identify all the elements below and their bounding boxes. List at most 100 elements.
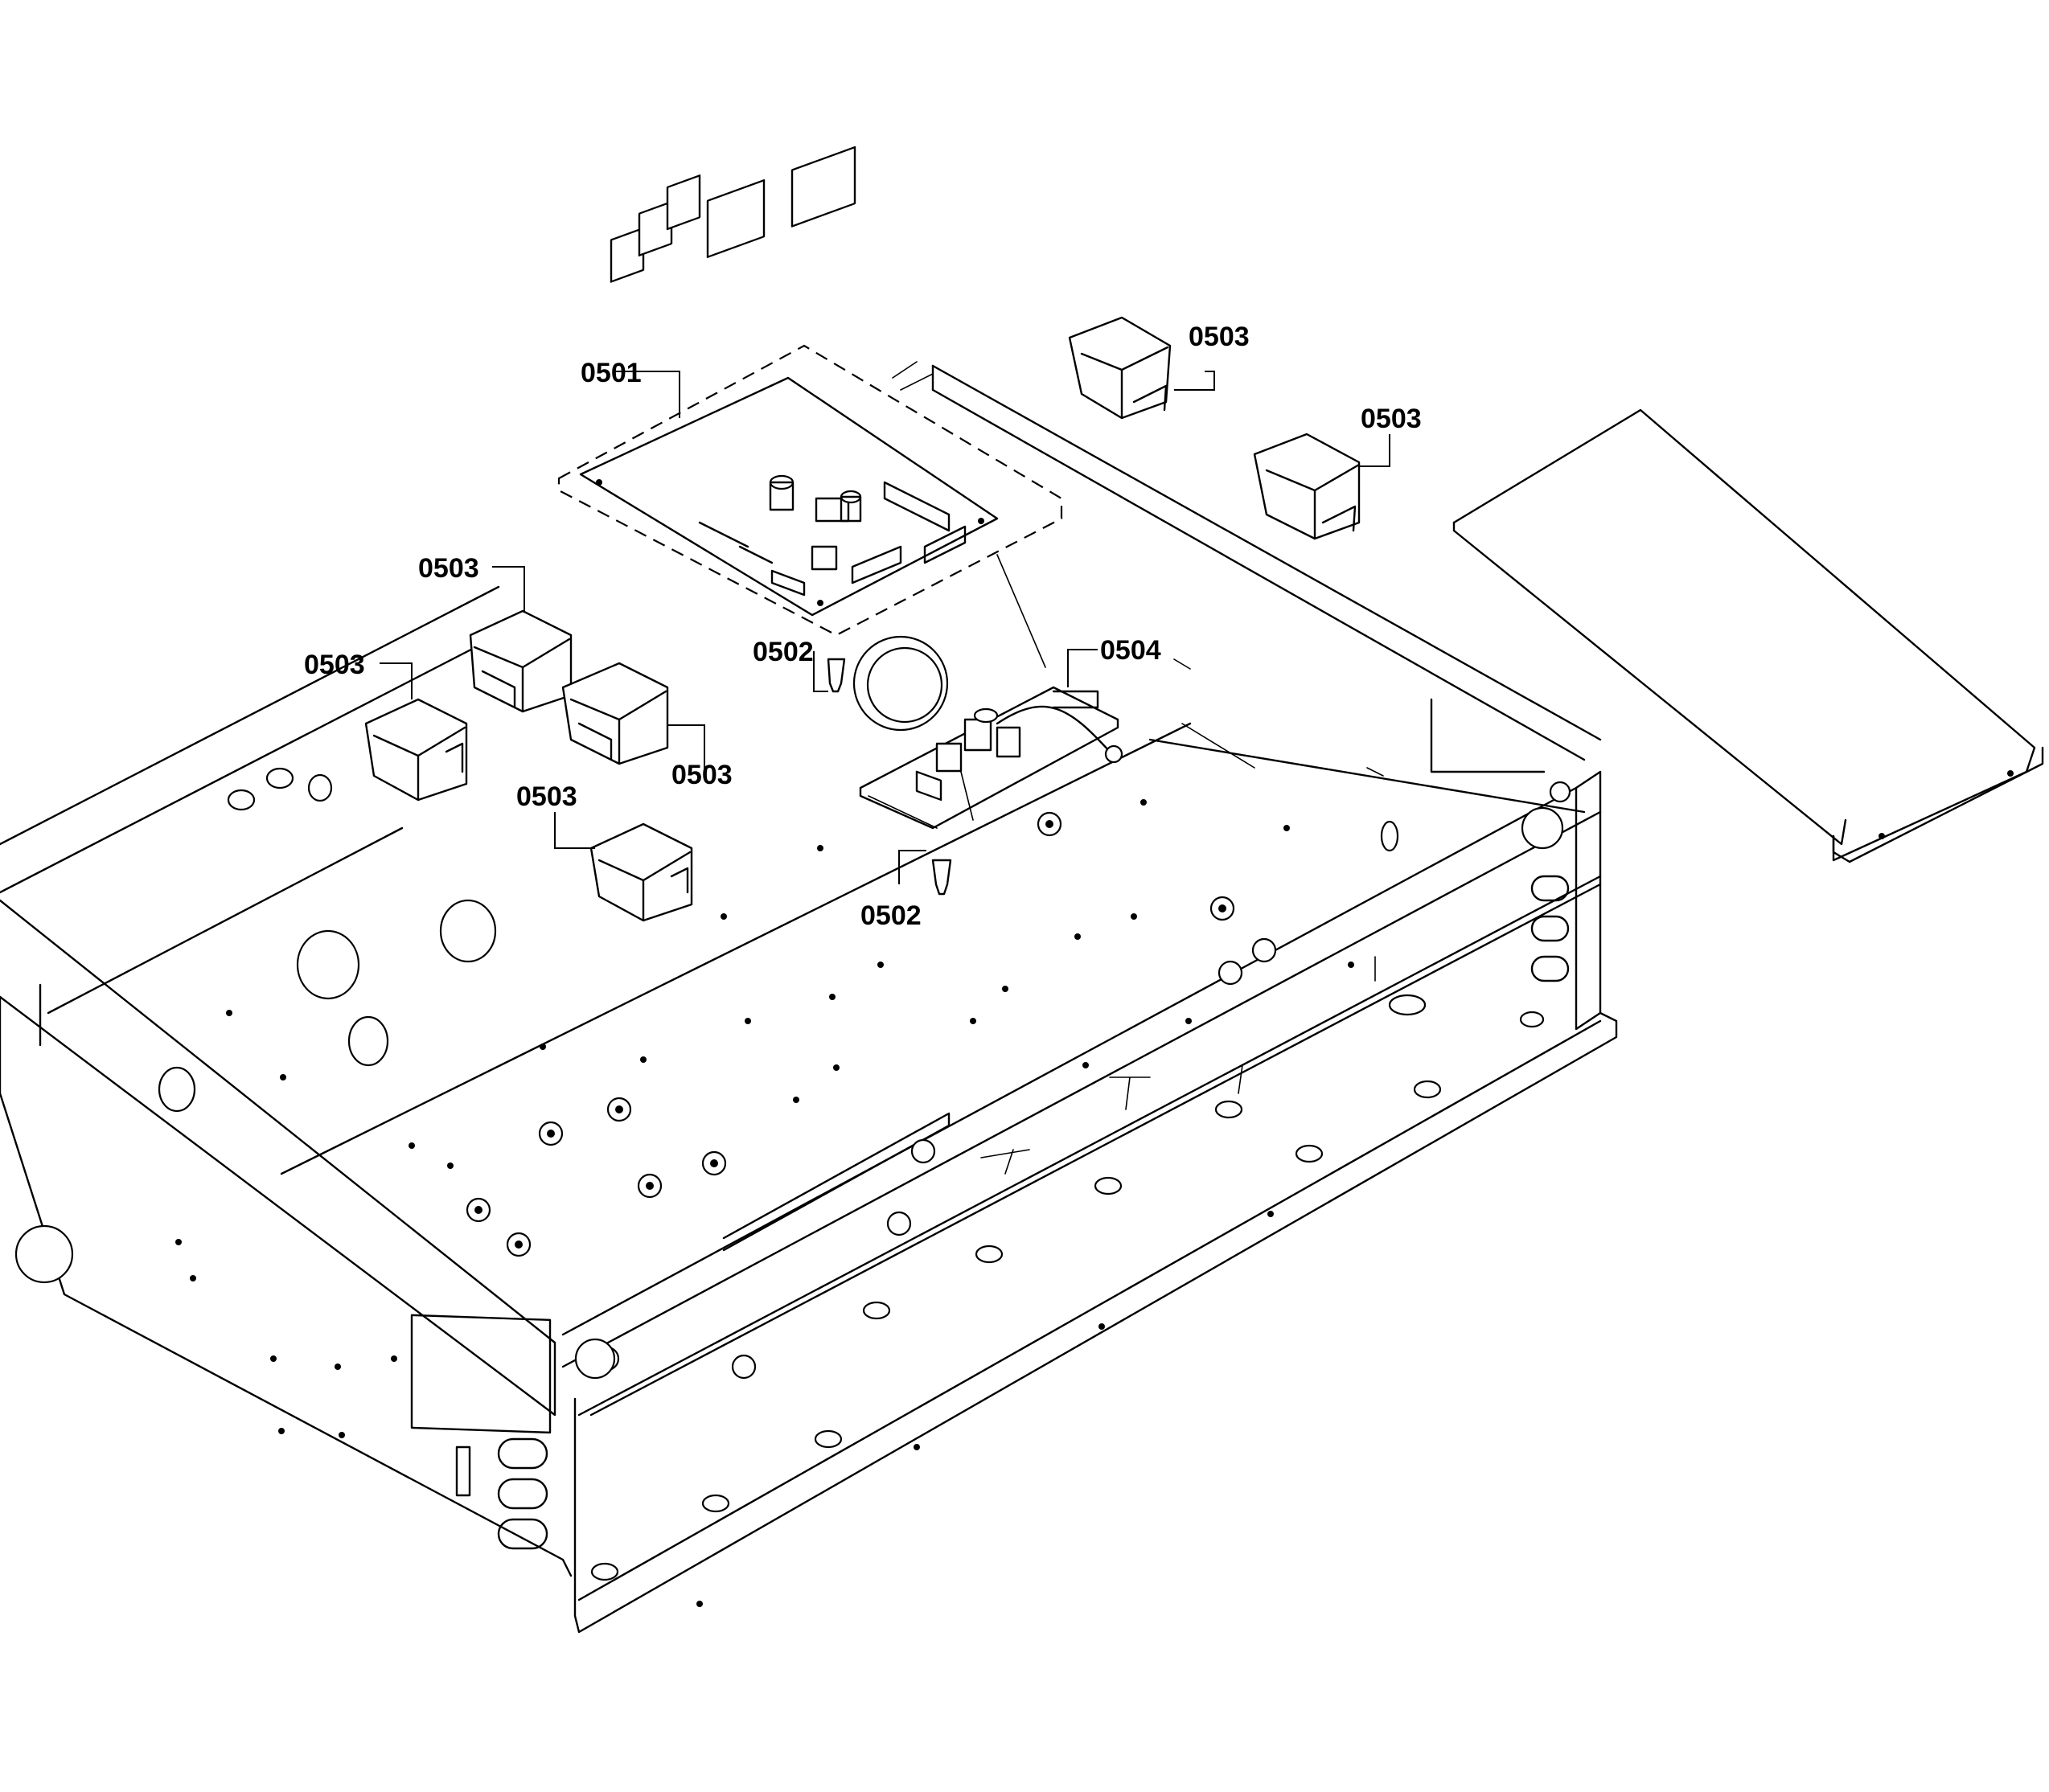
leader-0503-lower bbox=[554, 812, 595, 849]
leader-0503-l1 bbox=[492, 566, 525, 611]
relay-lower bbox=[589, 822, 693, 922]
cover-plate-front bbox=[1452, 521, 1847, 846]
leader-0503-center bbox=[667, 724, 705, 772]
right-wall-vent bbox=[1530, 915, 1570, 942]
front-top-rail-2 bbox=[561, 810, 1602, 1368]
right-wall-vent bbox=[1530, 955, 1570, 982]
back-wall-dash bbox=[1366, 767, 1384, 777]
cover-plate-outline bbox=[1452, 408, 2036, 862]
right-wall-hole bbox=[1521, 806, 1564, 850]
left-wall-hole bbox=[296, 929, 360, 1000]
ground-wire bbox=[996, 705, 1111, 753]
left-wall-hole bbox=[227, 789, 256, 811]
bottom-plate-hole bbox=[1214, 1100, 1243, 1119]
filter-board-pcb bbox=[859, 686, 1119, 830]
pin-header bbox=[923, 525, 967, 564]
left-wall-hole bbox=[439, 899, 497, 963]
back-wall-hole bbox=[1380, 820, 1399, 852]
callout-0502-upper: 0502 bbox=[753, 637, 814, 667]
leader-0504 bbox=[1067, 649, 1098, 687]
leader-0502-lower bbox=[898, 850, 926, 884]
bottom-plate-hole bbox=[1094, 1176, 1123, 1195]
floor-back-edge bbox=[280, 722, 1192, 1175]
filter-connector bbox=[1052, 690, 1099, 709]
leader-0502-upper bbox=[813, 651, 828, 692]
back-wall-panel bbox=[1430, 698, 1546, 773]
relay-left-2 bbox=[364, 698, 468, 802]
relay-component bbox=[666, 174, 701, 231]
connector bbox=[698, 521, 774, 564]
front-bottom-flange bbox=[573, 1011, 1618, 1634]
filter-board-assembly bbox=[859, 686, 1123, 830]
back-wall-top bbox=[931, 364, 1602, 741]
left-wall-hole bbox=[347, 1015, 389, 1067]
standoff-upper bbox=[827, 658, 846, 693]
callout-0503-top-right-2: 0503 bbox=[1361, 404, 1422, 434]
rail-mark bbox=[1109, 1076, 1151, 1110]
left-back-rail bbox=[0, 585, 500, 846]
left-wall-panel bbox=[410, 1314, 552, 1434]
left-wall-hole bbox=[158, 1066, 196, 1113]
rail-end-hole bbox=[574, 1338, 616, 1380]
relay-top-right-1 bbox=[1068, 316, 1172, 420]
left-wall-vent bbox=[497, 1518, 548, 1550]
left-wall-slot bbox=[455, 1445, 471, 1497]
leader-0503-tr1 bbox=[1174, 371, 1215, 391]
front-wall-top-inner bbox=[589, 883, 1602, 1417]
bottom-plate-hole bbox=[1388, 994, 1427, 1016]
bottom-plate-hole bbox=[1413, 1080, 1442, 1099]
left-back-rail-2 bbox=[0, 625, 516, 894]
callout-0504: 0504 bbox=[1100, 635, 1161, 666]
chip bbox=[915, 770, 942, 802]
left-wall-hole bbox=[265, 767, 294, 789]
left-wall-hole bbox=[14, 1224, 74, 1284]
floor-right-edge bbox=[1148, 738, 1586, 814]
cover-plate-screw bbox=[1879, 833, 1885, 839]
back-wall-clip bbox=[892, 361, 934, 391]
floor-dots bbox=[175, 799, 1354, 1607]
left-wall-top bbox=[0, 899, 556, 1417]
back-wall-top-2 bbox=[931, 388, 1586, 761]
control-board-outline bbox=[557, 344, 1063, 637]
leader-0503-l2 bbox=[380, 662, 413, 699]
ground-terminal bbox=[1104, 744, 1123, 764]
filter-lead bbox=[960, 771, 974, 821]
floor-bosses bbox=[466, 811, 1277, 1380]
back-wall-dash bbox=[1173, 658, 1191, 670]
right-wall-vent bbox=[1530, 875, 1570, 902]
callout-0503-lower: 0503 bbox=[516, 781, 577, 812]
filter-cap bbox=[935, 742, 963, 773]
cover-plate-screw bbox=[2007, 770, 2014, 777]
grommet-ring bbox=[852, 635, 949, 732]
leader-0503-tr2 bbox=[1359, 434, 1390, 467]
left-wall-vent bbox=[497, 1478, 548, 1510]
control-board-assembly bbox=[557, 146, 1063, 802]
callout-0503-center: 0503 bbox=[671, 760, 733, 790]
cover-plate-flange bbox=[1832, 746, 2044, 863]
transformer bbox=[790, 146, 856, 228]
back-wall bbox=[892, 361, 1602, 852]
cover-plate bbox=[1452, 408, 2044, 863]
pin-header bbox=[883, 481, 951, 532]
transformer-core bbox=[815, 497, 850, 523]
capacitor-body bbox=[840, 495, 862, 523]
standoff-lower bbox=[931, 859, 952, 896]
bottom-plate-hole bbox=[590, 1562, 619, 1581]
filter-cap bbox=[963, 718, 992, 752]
back-wall-line bbox=[1181, 723, 1255, 769]
left-wall-hole bbox=[307, 773, 333, 802]
filter-coil bbox=[973, 707, 999, 724]
floor-slot-plate bbox=[722, 1112, 951, 1252]
callout-0503-top-right-1: 0503 bbox=[1189, 322, 1250, 352]
microcontroller bbox=[811, 545, 838, 571]
filter-cap bbox=[996, 726, 1021, 758]
callout-0502-lower: 0502 bbox=[860, 900, 922, 931]
rail-mark bbox=[1238, 1064, 1243, 1094]
rail-mark bbox=[980, 1149, 1030, 1175]
bottom-plate-hole bbox=[814, 1429, 843, 1449]
left-inner-floor-edge bbox=[47, 826, 404, 1015]
relay-left-1 bbox=[469, 609, 573, 713]
rail-end-hole bbox=[1549, 781, 1571, 803]
relay-block bbox=[706, 178, 766, 258]
